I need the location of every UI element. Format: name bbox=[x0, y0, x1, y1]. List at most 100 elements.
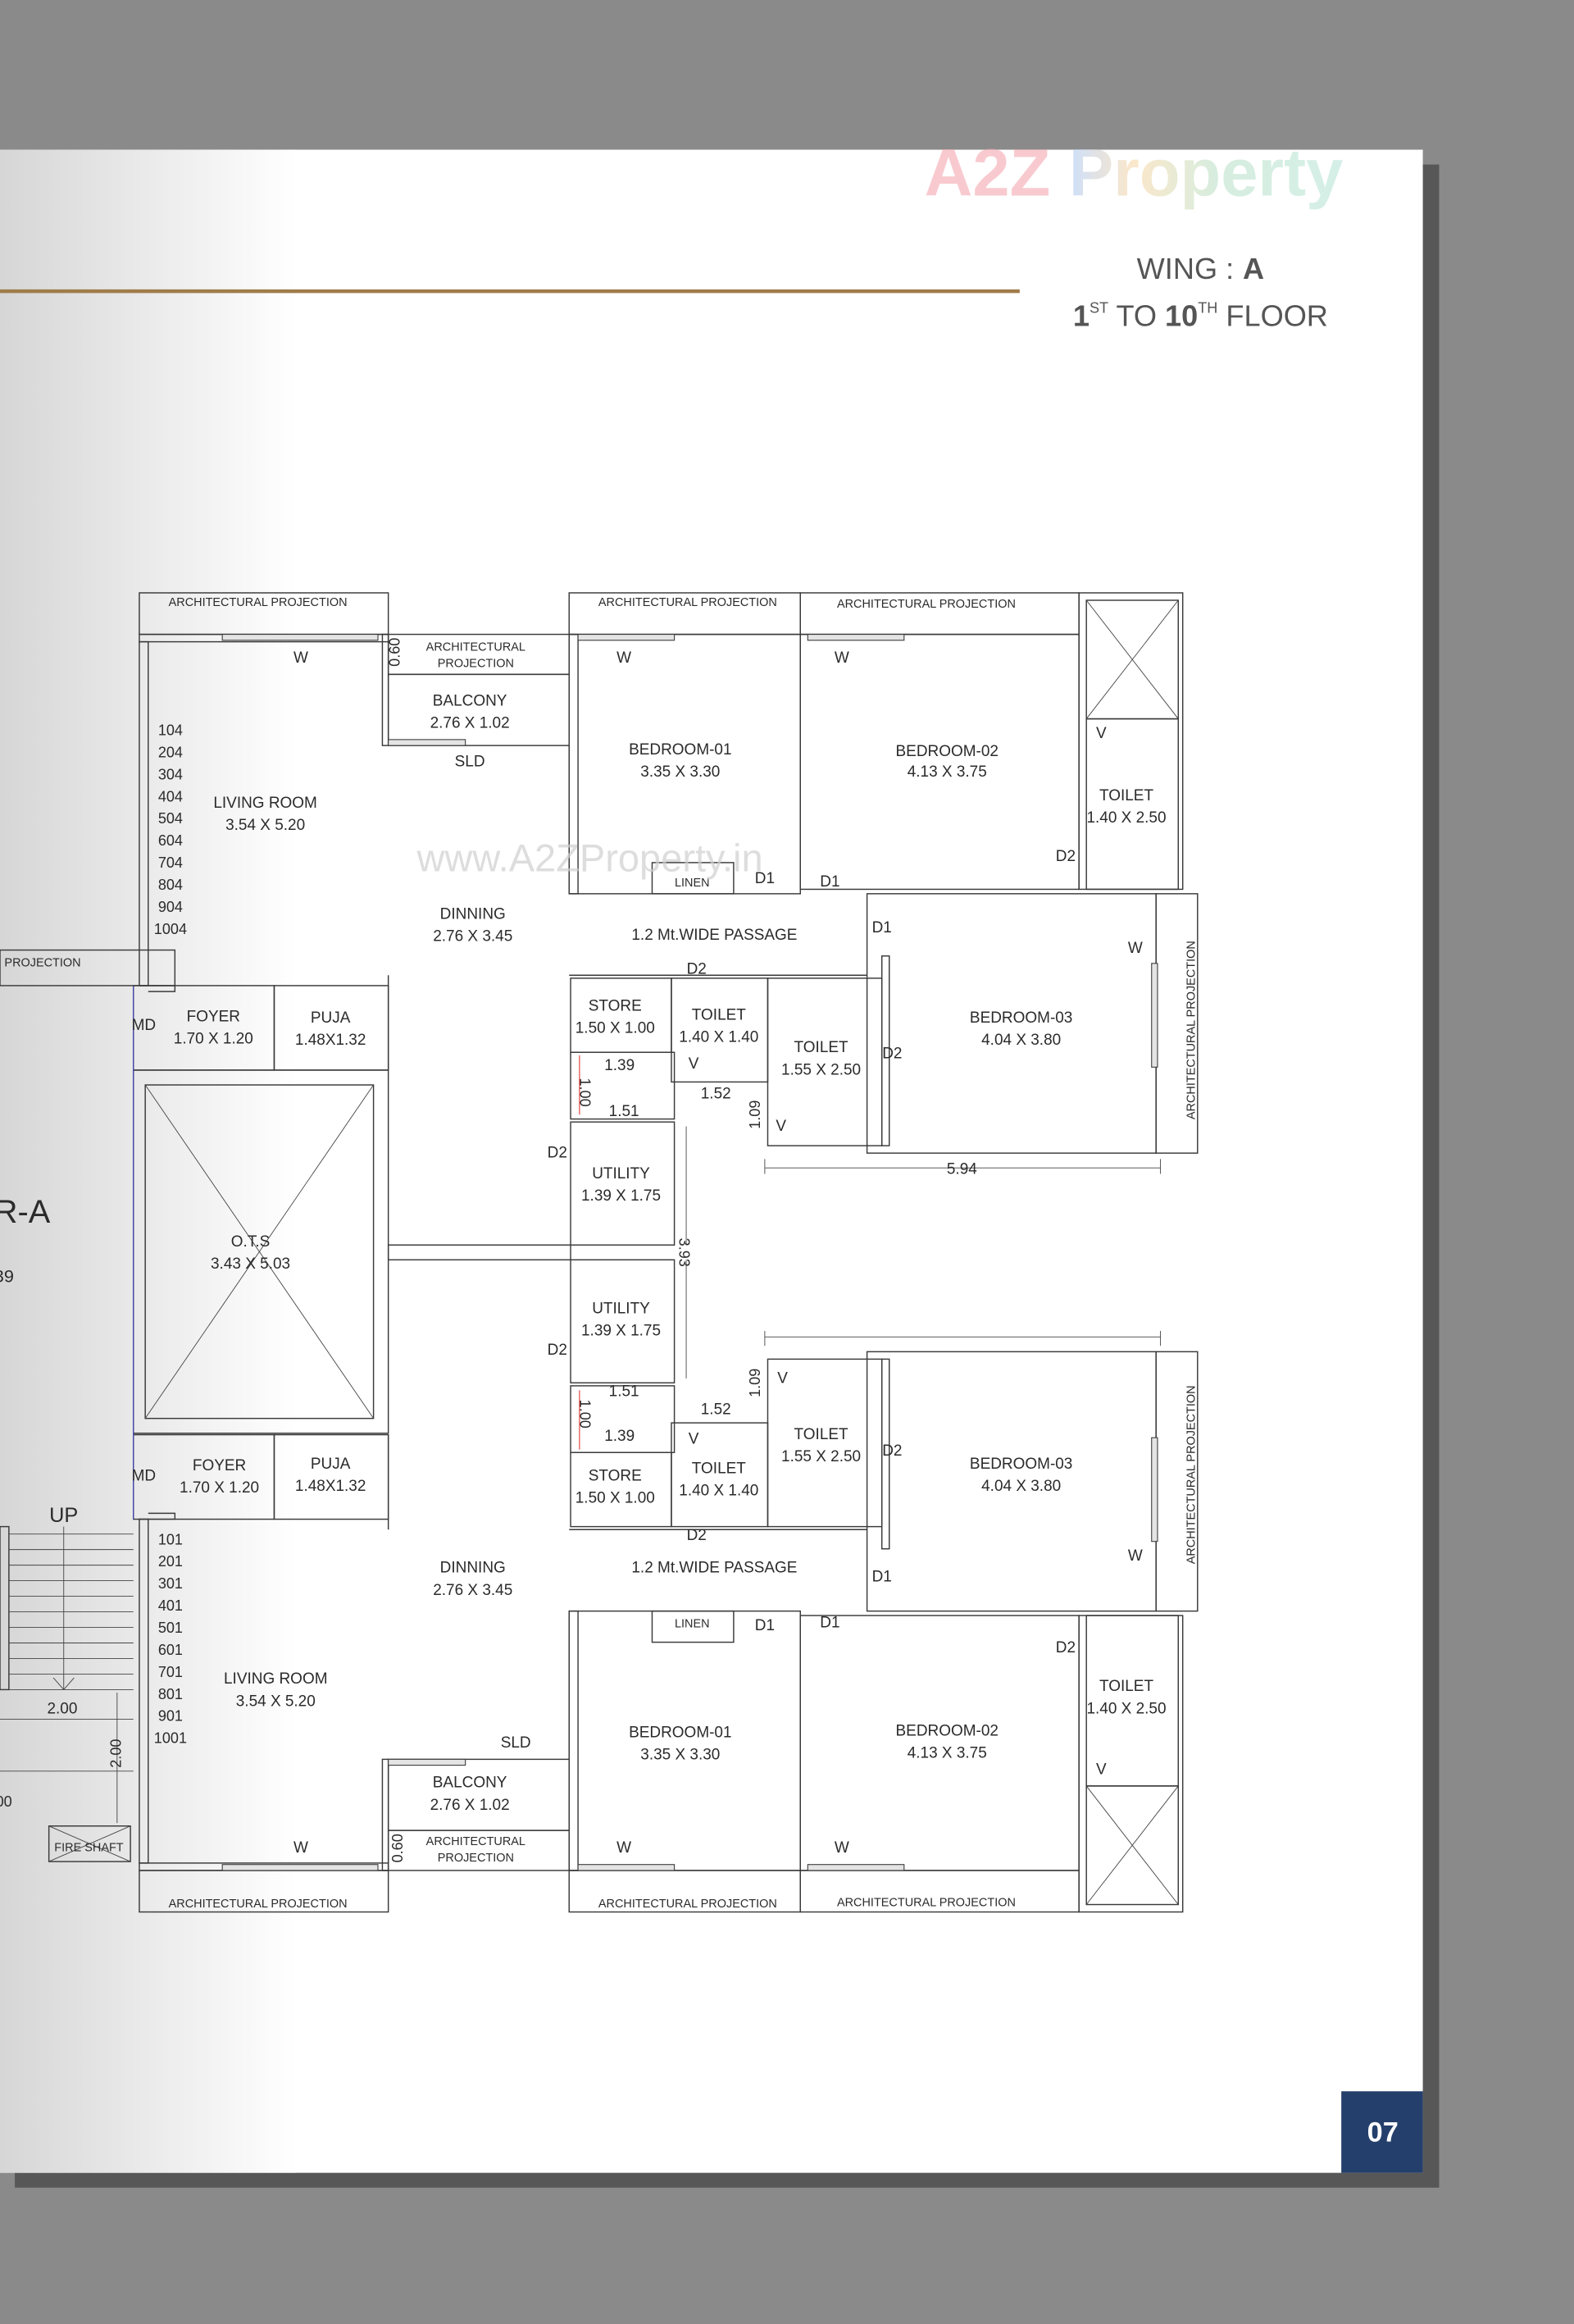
main-door-marker: MD bbox=[132, 1017, 157, 1034]
room-dim: 1.50 X 1.00 bbox=[575, 1490, 655, 1507]
flat-number: 704 bbox=[158, 854, 183, 871]
room-dim: 1.39 X 1.75 bbox=[581, 1322, 661, 1339]
room-name: PUJA bbox=[311, 1456, 351, 1473]
arch-projection-label: ARCHITECTURAL PROJECTION bbox=[598, 596, 777, 609]
staircase bbox=[0, 949, 176, 1862]
arch-projection-label: ARCHITECTURAL PROJECTION bbox=[169, 596, 348, 609]
room-name: DINNING bbox=[440, 906, 506, 923]
dimension: 1.51 bbox=[609, 1383, 639, 1401]
dimension: 1.00 bbox=[577, 1078, 594, 1106]
linen-label: LINEN bbox=[675, 877, 710, 890]
flat-number: 201 bbox=[158, 1553, 183, 1570]
room-dim: 1.40 X 1.40 bbox=[679, 1029, 758, 1046]
door-d2: D2 bbox=[548, 1342, 567, 1359]
dimension: 1.39 bbox=[604, 1057, 635, 1074]
dimension: 1.52 bbox=[701, 1085, 731, 1102]
room-dim: 1.70 X 1.20 bbox=[174, 1030, 253, 1047]
room-name: STORE bbox=[589, 998, 642, 1015]
dimension: 1.00 bbox=[577, 1400, 594, 1429]
arch-projection-label: ARCHITECTURAL PROJECTION bbox=[1185, 1385, 1198, 1564]
arch-projection-label: ARCHITECTURAL PROJECTION bbox=[837, 1896, 1016, 1909]
room-dim: 1.40 X 1.40 bbox=[679, 1483, 758, 1500]
room-name: FOYER bbox=[193, 1457, 246, 1474]
passage-label: 1.2 Mt.WIDE PASSAGE bbox=[631, 927, 797, 944]
flat-number: 404 bbox=[158, 788, 183, 804]
room-name: TOILET bbox=[1099, 787, 1153, 804]
flat-number: 204 bbox=[158, 744, 183, 760]
flat-number: 604 bbox=[158, 832, 183, 849]
dimension: 5.94 bbox=[947, 1160, 977, 1178]
flat-number: 901 bbox=[158, 1708, 183, 1725]
fire-shaft-label: FIRE SHAFT bbox=[54, 1841, 123, 1854]
vent-marker: V bbox=[776, 1118, 786, 1135]
room-name: UTILITY bbox=[592, 1300, 650, 1317]
dimension: 0.60 bbox=[389, 1834, 406, 1862]
window-marker: W bbox=[835, 1839, 849, 1857]
dimension: 2.00 bbox=[47, 1700, 77, 1717]
room-name: PUJA bbox=[311, 1009, 351, 1027]
flat-number: 101 bbox=[158, 1531, 183, 1547]
room-dim: 4.04 X 3.80 bbox=[981, 1478, 1061, 1495]
room-name: TOILET bbox=[692, 1006, 746, 1023]
arch-projection-label: ARCHITECTURAL PROJECTION bbox=[1185, 941, 1198, 1119]
door-d1: D1 bbox=[755, 870, 775, 887]
room-dim: 2.76 X 3.45 bbox=[433, 928, 512, 946]
room-name: BEDROOM-03 bbox=[970, 1456, 1072, 1473]
flat-number: 1001 bbox=[154, 1730, 187, 1747]
room-name: BEDROOM-01 bbox=[629, 741, 731, 759]
arch-projection-small: PROJECTION bbox=[438, 1852, 514, 1865]
vent-marker: V bbox=[689, 1430, 699, 1447]
dimension: 00 bbox=[0, 1793, 12, 1810]
room-dim: 4.04 X 3.80 bbox=[981, 1032, 1061, 1049]
door-d1: D1 bbox=[755, 1617, 775, 1634]
room-dim: 1.48X1.32 bbox=[295, 1032, 366, 1049]
room-dim: 1.48X1.32 bbox=[295, 1478, 366, 1495]
vent-marker: V bbox=[1096, 725, 1107, 742]
window-marker: W bbox=[1128, 1547, 1143, 1565]
main-door-marker: MD bbox=[132, 1468, 157, 1485]
door-d2: D2 bbox=[1056, 848, 1076, 865]
room-dim: 1.50 X 1.00 bbox=[575, 1020, 655, 1037]
door-d2: D2 bbox=[882, 1045, 902, 1062]
dimension: 2.00 bbox=[108, 1739, 125, 1768]
door-d1: D1 bbox=[872, 1568, 892, 1585]
stair-up-label: UP bbox=[49, 1504, 78, 1527]
ots-shaft bbox=[132, 985, 571, 1520]
room-name: BALCONY bbox=[433, 692, 507, 709]
left-number: 39 bbox=[0, 1265, 14, 1286]
arch-projection-label: ARCHITECTURAL PROJECTION bbox=[169, 1898, 348, 1911]
room-dim: 2.76 X 3.45 bbox=[433, 1582, 512, 1599]
left-projection-label: PROJECTION bbox=[4, 956, 80, 969]
window-marker: W bbox=[616, 1839, 631, 1857]
room-dim: 3.35 X 3.30 bbox=[640, 1746, 720, 1763]
vent-marker: V bbox=[1096, 1761, 1107, 1778]
flat-number: 801 bbox=[158, 1686, 183, 1702]
ots-dim: 3.43 X 5.03 bbox=[211, 1255, 290, 1273]
floor-word: FLOOR bbox=[1217, 299, 1328, 333]
flat-number: 401 bbox=[158, 1597, 183, 1614]
room-dim: 1.39 X 1.75 bbox=[581, 1187, 661, 1205]
room-dim: 1.40 X 2.50 bbox=[1086, 1700, 1166, 1717]
flat-number: 504 bbox=[158, 810, 183, 827]
door-d2: D2 bbox=[548, 1145, 567, 1162]
floor-to-suffix: TH bbox=[1198, 299, 1217, 316]
room-name: UTILITY bbox=[592, 1165, 650, 1183]
door-d1: D1 bbox=[820, 873, 839, 891]
dimension: 1.39 bbox=[604, 1428, 635, 1445]
arch-projection-small: ARCHITECTURAL bbox=[426, 1835, 525, 1848]
room-dim: 3.54 X 5.20 bbox=[236, 1693, 316, 1710]
floor-from-suffix: ST bbox=[1090, 299, 1108, 316]
room-dim: 2.76 X 1.02 bbox=[430, 1797, 510, 1814]
window-marker: W bbox=[835, 649, 849, 667]
room-dim: 1.55 X 2.50 bbox=[781, 1448, 861, 1465]
arch-projection-small: ARCHITECTURAL bbox=[426, 640, 525, 654]
room-name: DINNING bbox=[440, 1560, 506, 1577]
arch-projection-label: ARCHITECTURAL PROJECTION bbox=[837, 598, 1016, 611]
dimension: 1.09 bbox=[747, 1100, 763, 1129]
door-d2: D2 bbox=[687, 1527, 707, 1544]
sld-marker: SLD bbox=[455, 753, 485, 770]
wing-title: WING :A bbox=[1137, 252, 1264, 285]
vent-marker: V bbox=[689, 1055, 699, 1073]
arch-projection-small: PROJECTION bbox=[438, 657, 514, 670]
